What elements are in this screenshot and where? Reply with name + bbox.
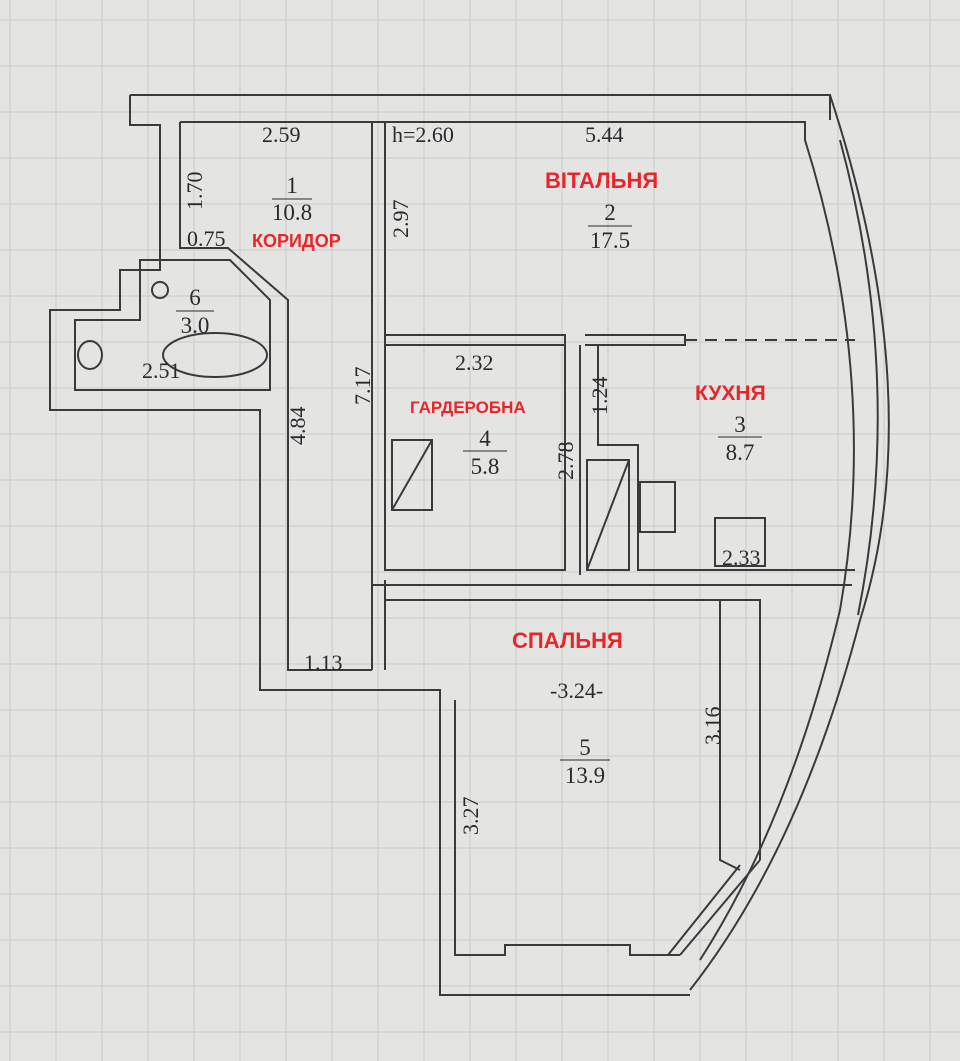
dim-living-left: 2.97 <box>388 200 413 239</box>
room-name-corridor: КОРИДОР <box>252 231 341 251</box>
dim-bedroom-width: -3.24- <box>550 678 603 703</box>
bathtub-icon <box>162 332 268 378</box>
outer-walls <box>49 94 890 996</box>
room-area-5: 13.9 <box>565 763 605 788</box>
kitchen-sink-icon <box>639 481 676 533</box>
dim-kitchen-left: 1.24 <box>587 377 612 416</box>
dim-corridor-long: 4.84 <box>285 407 310 446</box>
room-area-2: 17.5 <box>590 228 630 253</box>
room-area-6: 3.0 <box>181 313 210 338</box>
room-name-bedroom: СПАЛЬНЯ <box>512 628 623 653</box>
dim-corridor-left: 1.70 <box>182 172 207 211</box>
room-number-4: 4 <box>479 426 491 451</box>
sink-icon <box>151 281 169 299</box>
room-area-3: 8.7 <box>726 440 755 465</box>
inner-walls <box>371 122 855 956</box>
fixtures <box>77 281 766 571</box>
dim-wardrobe-top: 2.32 <box>455 350 494 375</box>
toilet-icon <box>77 340 103 370</box>
room-number-6: 6 <box>189 285 201 310</box>
dim-wardrobe-right: 2.78 <box>553 442 578 481</box>
room-name-wardrobe: ГАРДЕРОБНА <box>410 398 526 417</box>
dim-bedroom-left: 3.27 <box>458 797 483 836</box>
closet <box>586 459 630 571</box>
room-name-living: ВІТАЛЬНЯ <box>545 168 658 193</box>
wardrobe-cabinet <box>391 439 433 511</box>
dim-corridor-bottom: 1.13 <box>304 650 343 675</box>
dim-corridor-niche: 0.75 <box>187 226 226 251</box>
room-number-3: 3 <box>734 412 746 437</box>
room-number-2: 2 <box>604 200 616 225</box>
dim-bath-width: 2.51 <box>142 358 181 383</box>
room-area-1: 10.8 <box>272 200 312 225</box>
dim-kitchen-bottom: 2.33 <box>722 545 761 570</box>
room-number-5: 5 <box>579 735 591 760</box>
room-name-kitchen: КУХНЯ <box>695 382 766 405</box>
room-number-1: 1 <box>286 173 298 198</box>
dim-corridor-top: 2.59 <box>262 122 301 147</box>
dim-hall-wall: 7.17 <box>350 367 375 406</box>
room-area-4: 5.8 <box>471 454 500 479</box>
dim-bedroom-right: 3.16 <box>700 707 725 746</box>
stove-icon <box>714 517 766 567</box>
ceiling-height: h=2.60 <box>392 122 454 147</box>
dim-living-top: 5.44 <box>585 122 624 147</box>
